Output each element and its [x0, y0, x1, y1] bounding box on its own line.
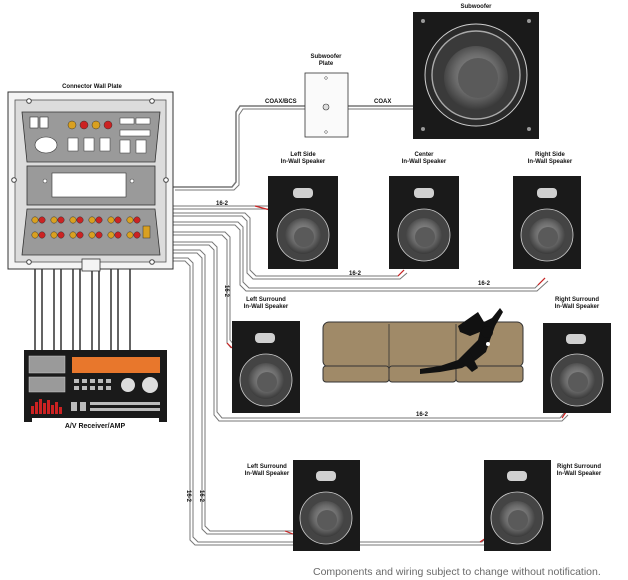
right-surround-front-label-line2: In-Wall Speaker — [555, 304, 600, 310]
wire-label-16-2-c: 16-2 — [478, 281, 491, 287]
speaker-left-side: Left Side In-Wall Speaker — [268, 152, 338, 269]
right-surround-rear-label-line1: Right Surround — [557, 464, 601, 470]
left-surround-rear-label-line1: Left Surround — [247, 464, 287, 470]
wire-label-16-2-a: 16-2 — [216, 201, 229, 207]
footnote-disclaimer: Components and wiring subject to change … — [313, 566, 601, 578]
wire-label-16-2-vertical-b: 16-2 — [185, 490, 191, 503]
left-surround-front-label-line2: In-Wall Speaker — [244, 304, 289, 310]
speaker-left-surround-rear: Left Surround In-Wall Speaker — [245, 460, 360, 551]
speaker-center: Center In-Wall Speaker — [389, 152, 459, 269]
subwoofer-wall-plate: Subwoofer Plate — [304, 54, 349, 138]
wire-left-side — [173, 205, 270, 210]
subwoofer-plate-label-line1: Subwoofer — [311, 54, 343, 60]
speaker-right-surround-rear: Right Surround In-Wall Speaker — [484, 460, 602, 551]
equalizer-bars — [31, 399, 62, 414]
coax-label: COAX — [374, 99, 391, 105]
wall-plate-label: Connector Wall Plate — [62, 84, 122, 90]
wire-label-16-2-vertical-a: 16-2 — [223, 285, 229, 298]
wire-left-surround-rear — [173, 249, 293, 535]
wire-right-surround-front — [173, 241, 569, 422]
speaker-right-surround-front: Right Surround In-Wall Speaker — [543, 297, 611, 413]
wire-label-16-2-b: 16-2 — [349, 271, 362, 277]
center-label-line2: In-Wall Speaker — [402, 159, 447, 165]
subwoofer-label: Subwoofer — [461, 4, 493, 10]
receiver-cables — [34, 262, 131, 350]
coax-cable-plate-to-wallplate — [173, 105, 322, 188]
left-side-label-line1: Left Side — [290, 152, 316, 158]
left-surround-front-label-line1: Left Surround — [246, 297, 286, 303]
subwoofer: Subwoofer — [413, 4, 539, 139]
av-receiver: A/V Receiver/AMP — [24, 350, 167, 430]
right-side-label-line1: Right Side — [535, 152, 565, 158]
connector-wall-plate: Connector Wall Plate — [7, 84, 174, 272]
coax-bcs-label: COAX/BCS — [265, 99, 297, 105]
wire-runs — [173, 105, 569, 546]
wire-label-16-2-d: 16-2 — [416, 412, 429, 418]
person-silhouette — [420, 308, 503, 374]
wire-label-16-2-vertical-c: 16-2 — [198, 490, 204, 503]
left-surround-rear-label-line2: In-Wall Speaker — [245, 471, 290, 477]
speaker-right-side: Right Side In-Wall Speaker — [513, 152, 581, 269]
speaker-left-surround-front: Left Surround In-Wall Speaker — [232, 297, 300, 413]
binding-posts — [31, 216, 151, 239]
right-surround-rear-label-line2: In-Wall Speaker — [557, 471, 602, 477]
subwoofer-plate-label-line2: Plate — [319, 61, 334, 67]
right-surround-front-label-line1: Right Surround — [555, 297, 599, 303]
receiver-label: A/V Receiver/AMP — [65, 423, 126, 430]
wire-right-side — [173, 221, 549, 292]
right-side-label-line2: In-Wall Speaker — [528, 159, 573, 165]
left-side-label-line2: In-Wall Speaker — [281, 159, 326, 165]
center-label-line1: Center — [414, 152, 434, 158]
